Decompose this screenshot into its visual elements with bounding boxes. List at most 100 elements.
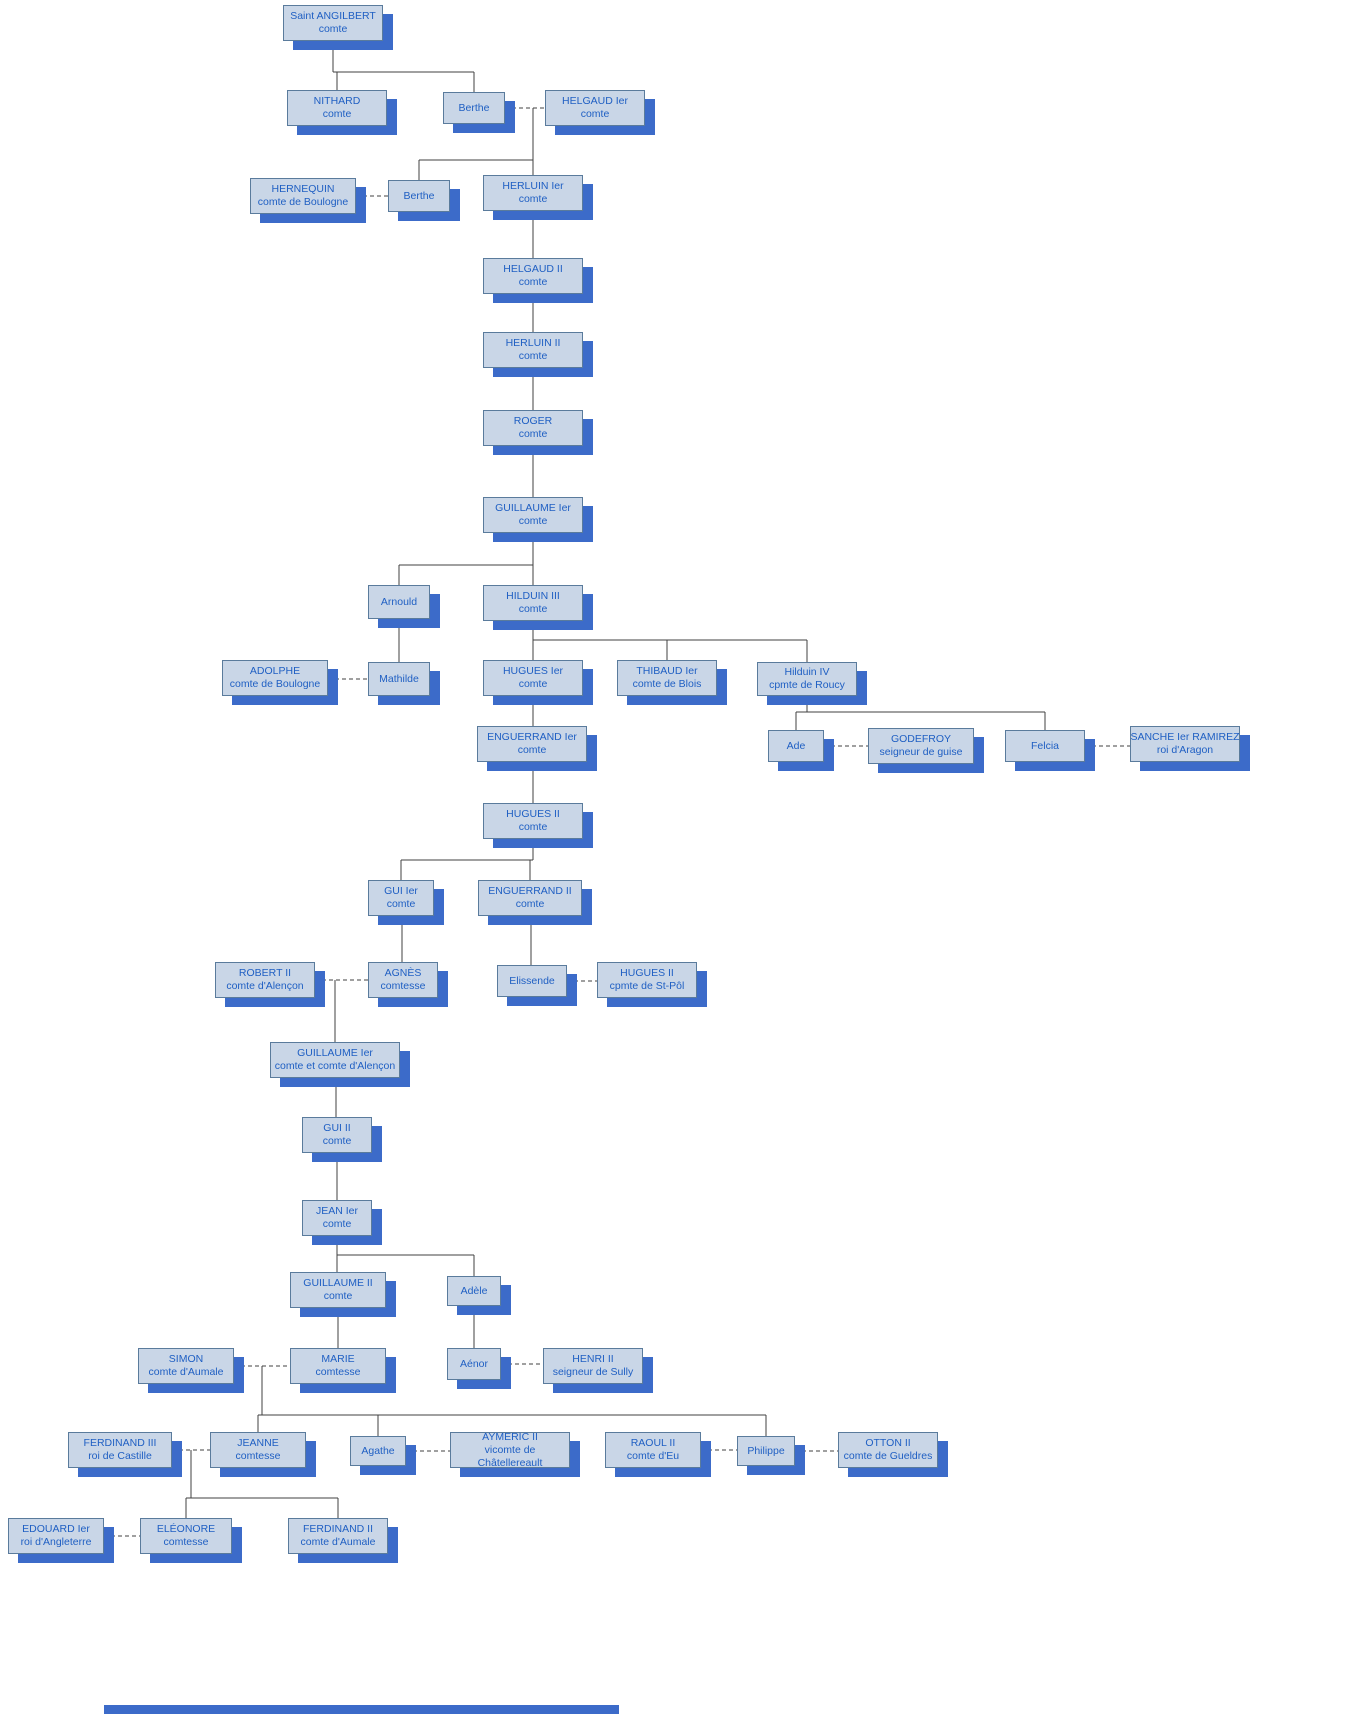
person-name: GUI II [323, 1122, 351, 1134]
person-name: Aénor [459, 1357, 489, 1370]
person-name: ELÉONORE [156, 1523, 216, 1535]
person-name: Mathilde [379, 672, 419, 685]
person-title: comtesse [380, 980, 426, 992]
node-agathe[interactable]: Agathe [350, 1436, 406, 1466]
person-title: comte de Gueldres [843, 1450, 933, 1462]
person-name: HUGUES II [620, 967, 674, 979]
person-title: cpmte de St-Pôl [609, 980, 685, 992]
node-ade[interactable]: Ade [768, 730, 824, 762]
person-title: comtesse [235, 1450, 281, 1462]
node-arnould[interactable]: Arnould [368, 585, 430, 619]
person-title: cpmte de Roucy [769, 679, 845, 691]
partial-next-row-strip [104, 1705, 619, 1714]
person-name: Berthe [458, 101, 490, 114]
person-name: ENGUERRAND Ier [487, 731, 577, 743]
person-title: comte [318, 23, 348, 35]
person-name: THIBAUD Ier [636, 665, 698, 677]
person-name: GUILLAUME Ier [297, 1047, 373, 1059]
person-title: comte [518, 193, 548, 205]
descent-lines [185, 41, 1046, 1518]
node-felcia[interactable]: Felcia [1005, 730, 1085, 762]
person-name: ENGUERRAND II [488, 885, 572, 897]
person-name: AGNÈS [384, 967, 422, 979]
person-name: NITHARD [313, 95, 361, 107]
node-adele[interactable]: Adèle [447, 1276, 501, 1306]
node-elissende[interactable]: Elissende [497, 965, 567, 997]
person-name: GODEFROY [890, 733, 952, 745]
person-name: Philippe [747, 1444, 785, 1457]
person-title: comte [518, 350, 548, 362]
person-title: seigneur de guise [879, 746, 963, 758]
person-title: comte d'Eu [626, 1450, 680, 1462]
person-name: ADOLPHE [249, 665, 301, 677]
person-name: ROGER [513, 415, 553, 427]
person-name: Saint ANGILBERT [290, 10, 376, 22]
person-name: OTTON II [865, 1437, 911, 1449]
person-name: HELGAUD II [503, 263, 563, 275]
person-name: GUI Ier [384, 885, 418, 897]
person-title: roi d'Aragon [1156, 744, 1214, 756]
person-name: GUILLAUME II [303, 1277, 373, 1289]
person-title: vicomte de Châtellereault [477, 1443, 543, 1469]
person-title: comte d'Aumale [148, 1366, 224, 1378]
node-aenor[interactable]: Aénor [447, 1348, 501, 1380]
person-name: Berthe [403, 189, 435, 202]
person-name: Arnould [380, 595, 418, 608]
person-name: FERDINAND III [83, 1437, 157, 1449]
person-title: comtesse [315, 1366, 361, 1378]
node-berthe-1[interactable]: Berthe [443, 92, 505, 124]
person-name: Hilduin IV [784, 666, 830, 678]
node-philippe[interactable]: Philippe [737, 1436, 795, 1466]
marriage-lines [104, 107, 1130, 1537]
person-name: MARIE [321, 1353, 355, 1365]
person-name: GUILLAUME Ier [495, 502, 571, 514]
person-title: comte [515, 898, 545, 910]
person-title: comte de Blois [632, 678, 702, 690]
person-title: comte d'Alençon [226, 980, 304, 992]
node-berthe-2[interactable]: Berthe [388, 180, 450, 212]
node-mathilde[interactable]: Mathilde [368, 662, 430, 696]
person-name: HERLUIN Ier [502, 180, 564, 192]
person-title: comte [580, 108, 610, 120]
person-name: Felcia [1030, 739, 1059, 752]
